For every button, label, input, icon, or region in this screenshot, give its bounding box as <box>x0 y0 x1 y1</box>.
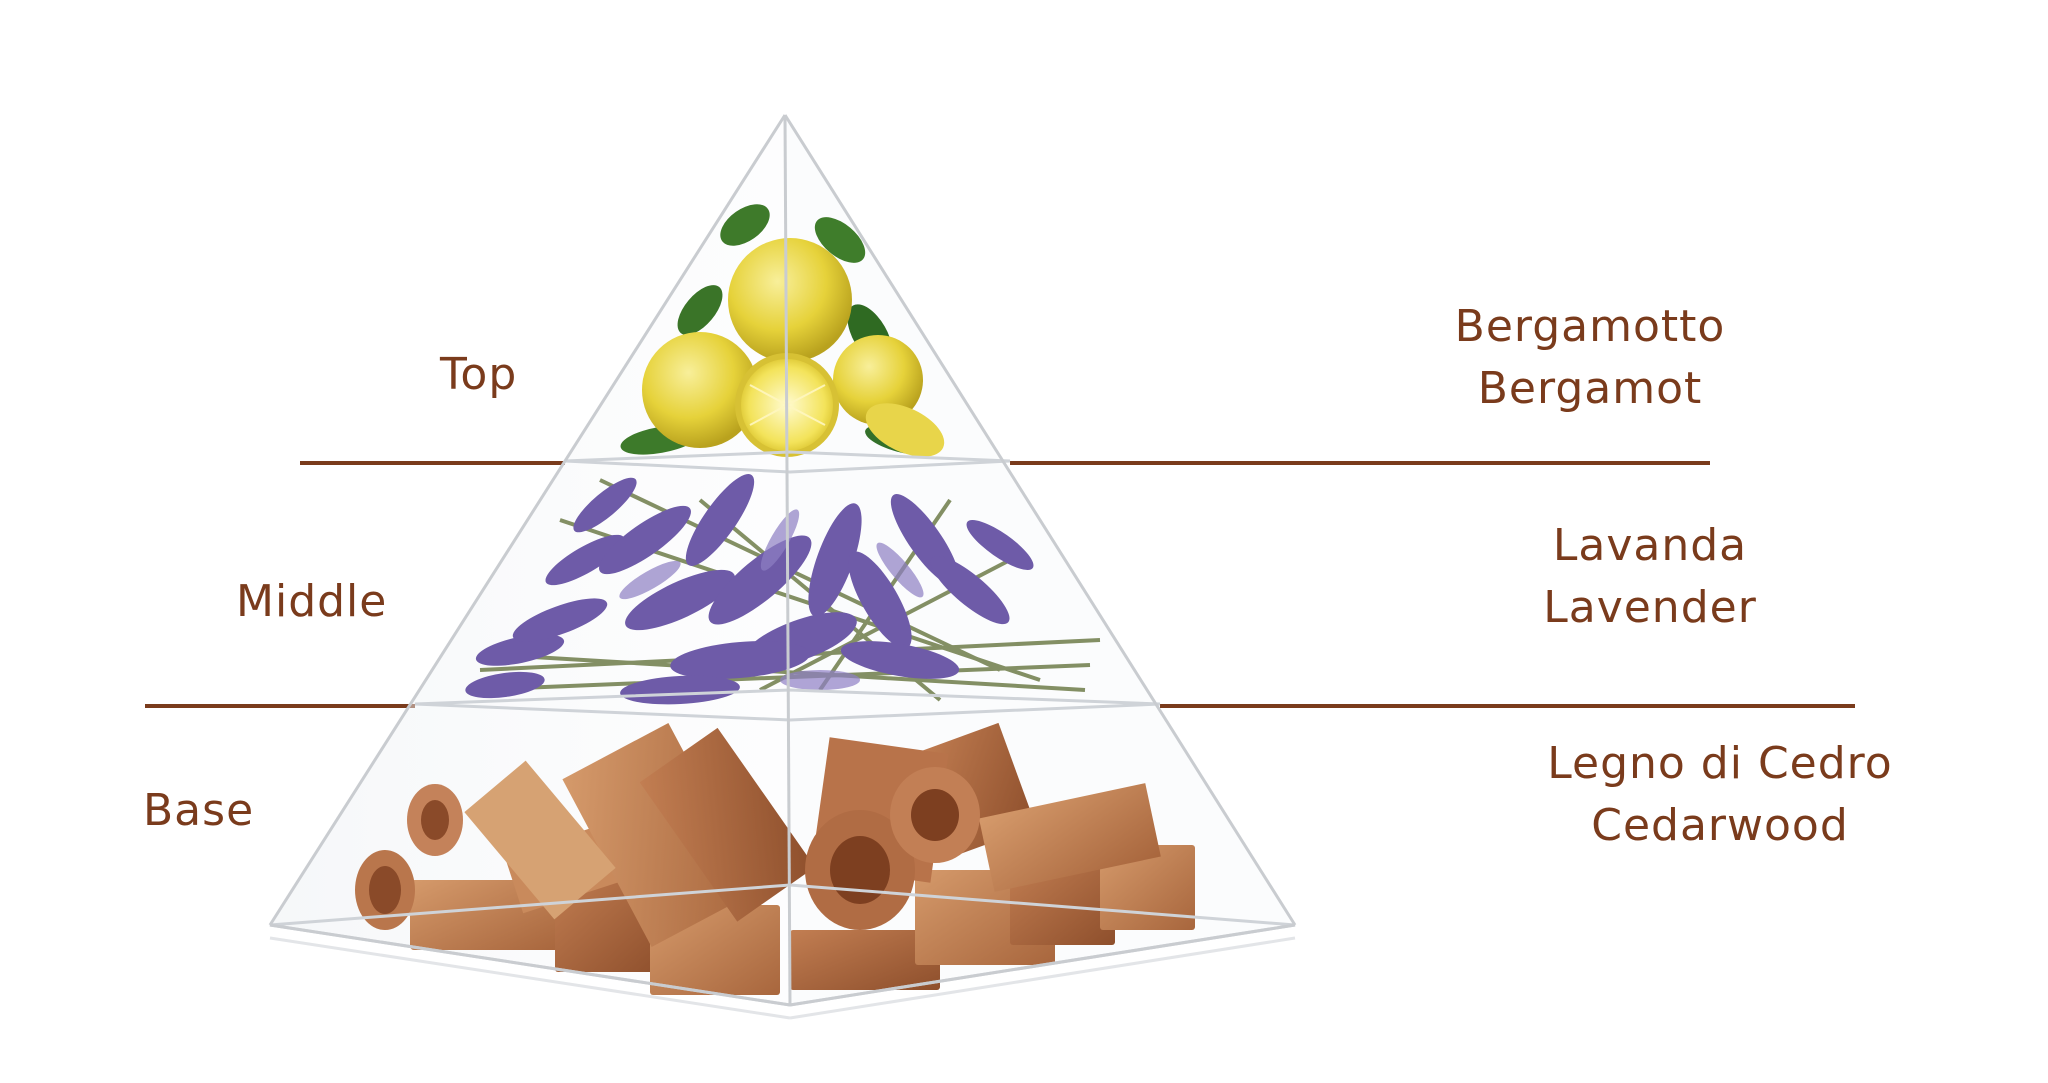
note-base-english: Cedarwood <box>1591 800 1849 851</box>
note-middle-english: Lavender <box>1543 582 1757 633</box>
lavender-bunch-image <box>465 474 1101 705</box>
divider-top-middle-left <box>300 461 565 465</box>
note-top-italian: Bergamotto <box>1454 301 1726 352</box>
divider-top-middle-right <box>1010 461 1710 465</box>
tier-label-base: Base <box>143 785 255 836</box>
divider-middle-base-left <box>145 704 415 708</box>
divider-middle-base-right <box>1160 704 1855 708</box>
note-base: Legno di Cedro Cedarwood <box>1520 733 1920 857</box>
tier-label-middle: Middle <box>236 576 388 627</box>
glass-edges <box>268 114 1297 1020</box>
note-top-english: Bergamot <box>1477 363 1703 414</box>
tier-label-top: Top <box>440 349 518 400</box>
note-middle-italian: Lavanda <box>1552 520 1748 571</box>
note-base-italian: Legno di Cedro <box>1547 738 1893 789</box>
note-middle: Lavanda Lavender <box>1500 515 1800 639</box>
note-top: Bergamotto Bergamot <box>1440 296 1740 420</box>
